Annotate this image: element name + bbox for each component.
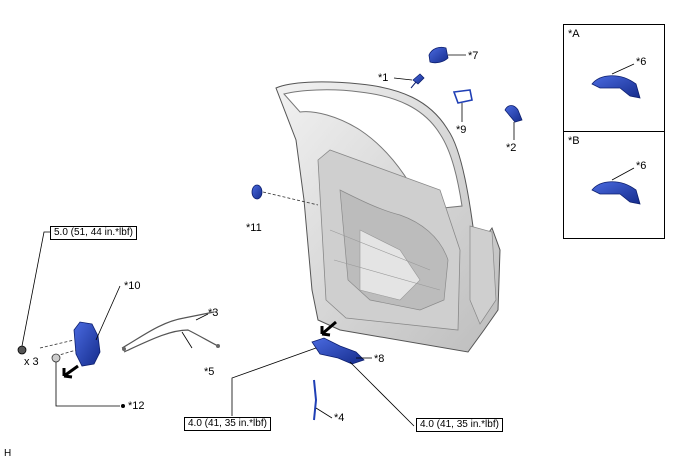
screw-x3 <box>17 345 27 355</box>
part-4-rod <box>313 379 318 421</box>
part-2-pad <box>504 105 523 123</box>
part-1-screw <box>412 73 425 85</box>
label-part-12: *12 <box>128 400 145 412</box>
label-part-5: *5 <box>204 366 215 378</box>
part-6-handle-variant-a <box>591 75 641 99</box>
label-part-10: *10 <box>124 280 141 292</box>
label-part-9: *9 <box>456 124 467 136</box>
label-part-1: *1 <box>378 72 389 84</box>
label-quantity: x 3 <box>24 356 39 368</box>
label-part-4: *4 <box>334 412 345 424</box>
label-part-3: *3 <box>208 307 219 319</box>
variant-label-b: *B <box>568 135 580 147</box>
front-door-panel <box>275 81 501 353</box>
direction-arrow-frame <box>320 320 337 337</box>
label-part-6-a: *6 <box>636 56 647 68</box>
label-part-2: *2 <box>506 142 517 154</box>
variant-label-a: *A <box>568 28 580 40</box>
label-part-7: *7 <box>468 50 479 62</box>
part-7-handle-cover <box>428 46 449 64</box>
variant-box-b: *B <box>563 131 665 239</box>
part-10-door-lock <box>73 321 101 367</box>
torque-spec-frame-right: 4.0 (41, 35 in.*lbf) <box>416 418 503 432</box>
part-12-washer <box>51 353 61 363</box>
variant-box-a: *A <box>563 24 665 132</box>
label-part-6-b: *6 <box>636 160 647 172</box>
part-3-cable <box>121 311 215 349</box>
part-6-handle-variant-b <box>591 181 641 205</box>
label-part-11: *11 <box>246 222 262 234</box>
torque-spec-frame-left: 4.0 (41, 35 in.*lbf) <box>184 417 271 431</box>
part-8-handle-frame <box>311 337 365 365</box>
corner-mark: H <box>4 448 12 459</box>
part-11-hole-plug <box>251 184 263 200</box>
torque-spec-lock-screw: 5.0 (51, 44 in.*lbf) <box>50 226 137 240</box>
part-5-cable <box>123 329 219 353</box>
direction-arrow-lock <box>62 364 79 379</box>
label-part-8: *8 <box>374 353 385 365</box>
part-9-gasket <box>452 89 473 104</box>
